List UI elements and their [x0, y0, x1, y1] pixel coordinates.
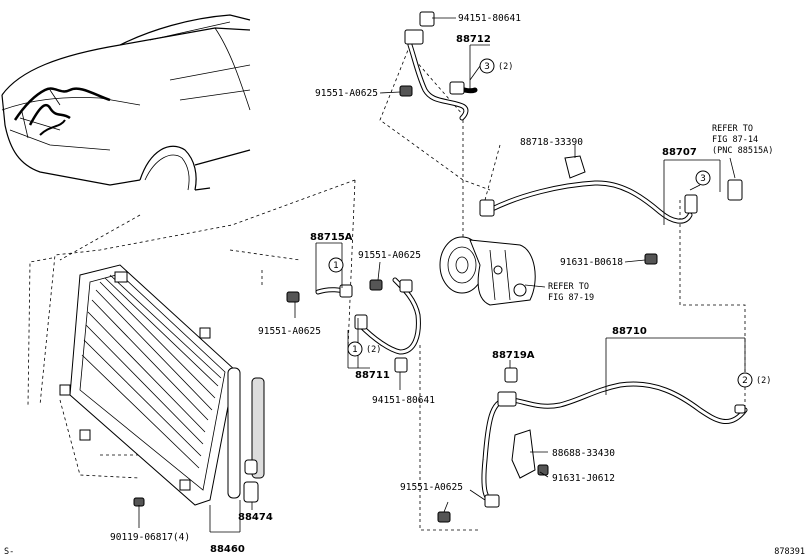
label-91551-a0625-b: 91551-A0625	[358, 250, 421, 261]
callout-88712-num: 3	[484, 62, 490, 72]
hose-88712	[399, 11, 478, 121]
leader-lines	[138, 17, 746, 533]
callout-88707-num: 3	[700, 174, 706, 184]
label-88711-qty: (2)	[366, 345, 381, 355]
label-88460: 88460	[210, 544, 245, 555]
footer-right: 878391	[774, 547, 805, 557]
callout-88710-num: 2	[742, 376, 748, 386]
callout-circle-88710	[737, 372, 753, 388]
part-labels: 94151-80641 88712 (2) 91551-A0625 88718-…	[110, 13, 773, 555]
callout-circle-88711	[347, 341, 363, 357]
condenser-88460	[59, 264, 265, 506]
pipe-88710	[437, 367, 748, 523]
label-88474: 88474	[238, 512, 273, 523]
label-88718-33390: 88718-33390	[520, 137, 583, 148]
label-88707: 88707	[662, 147, 697, 158]
label-88715a: 88715A	[310, 232, 353, 243]
label-refer-1-line3: (PNC 88515A)	[712, 146, 773, 156]
car-illustration	[1, 14, 251, 191]
group-outlines	[27, 44, 746, 531]
hose-88707	[479, 155, 743, 265]
label-refer-1-line2: FIG 87-14	[712, 135, 758, 145]
bolt-90119	[133, 497, 145, 507]
callout-88715a-num: 1	[333, 261, 339, 271]
callout-circles: 3 3 1 1 2	[328, 58, 753, 388]
footer-left: S-	[4, 547, 14, 557]
label-91551-a0625-c: 91551-A0625	[258, 326, 321, 337]
label-88688-33430: 88688-33430	[552, 448, 615, 459]
label-refer-2-line1: REFER TO	[548, 282, 589, 292]
label-refer-1-line1: REFER TO	[712, 124, 753, 134]
label-91551-a0625-d: 91551-A0625	[400, 482, 463, 493]
callout-circle-88712	[479, 58, 495, 74]
label-90119-06817: 90119-06817(4)	[110, 532, 190, 543]
label-88710-qty: (2)	[756, 376, 771, 386]
label-91631-b0618: 91631-B0618	[560, 257, 623, 268]
label-88710: 88710	[612, 326, 647, 337]
label-94151-80641-top: 94151-80641	[458, 13, 521, 24]
label-91551-a0625-a: 91551-A0625	[315, 88, 378, 99]
compressor	[439, 236, 536, 306]
label-88711: 88711	[355, 370, 390, 381]
label-94151-80641-bot: 94151-80641	[372, 395, 435, 406]
callout-88711-num: 1	[352, 345, 358, 355]
label-91631-j0612: 91631-J0612	[552, 473, 615, 484]
callout-circle-88707	[695, 170, 711, 186]
label-88719a: 88719A	[492, 350, 535, 361]
label-88712-qty: (2)	[498, 62, 513, 72]
label-88712: 88712	[456, 34, 491, 45]
callout-circle-88715a	[328, 257, 344, 273]
label-refer-2-line2: FIG 87-19	[548, 293, 594, 303]
